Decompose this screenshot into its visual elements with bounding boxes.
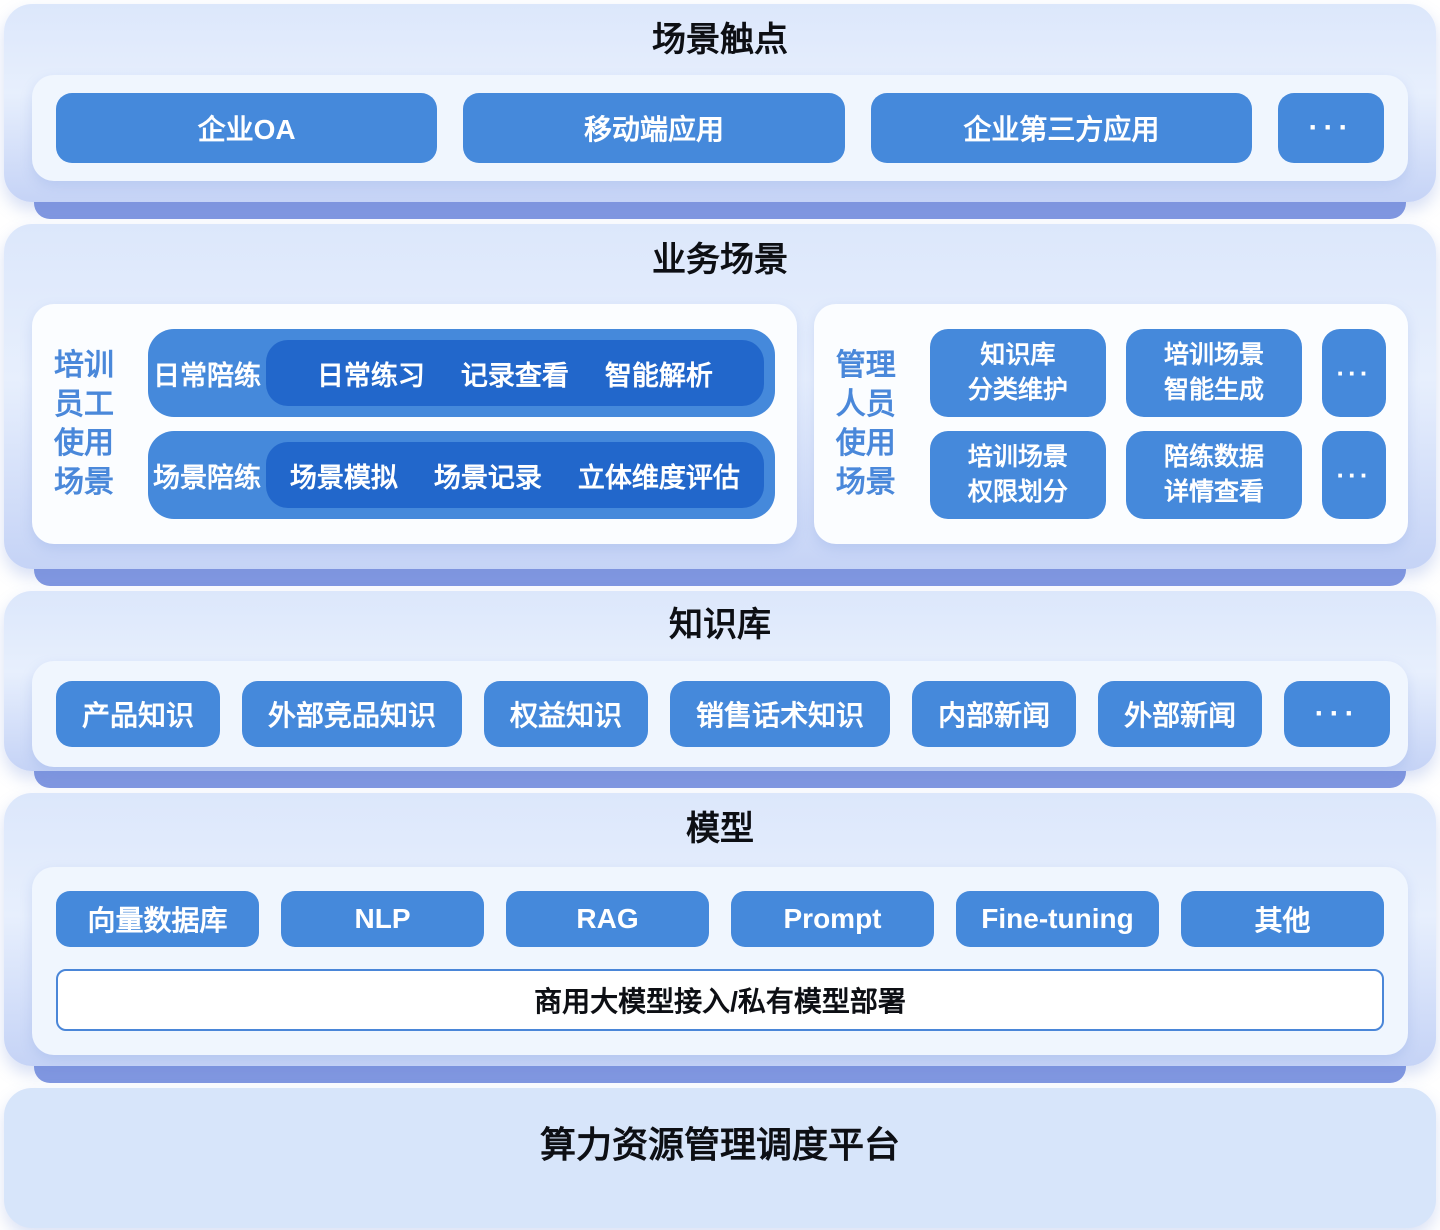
button-line: 分类维护 (967, 376, 1068, 404)
layer-knowledge-base: 知识库 产品知识 外部竞品知识 权益知识 销售话术知识 内部新闻 外部新闻 ··… (4, 591, 1436, 788)
manager-row1-more-button[interactable]: ··· (1322, 329, 1386, 417)
business-card: 业务场景 培训 员工 使用 场景 日常陪练 日常练习 记录查看 智能解析 (4, 224, 1436, 569)
compute-platform-card: 算力资源管理调度平台 (4, 1088, 1436, 1228)
button-line: 知识库 (980, 341, 1056, 369)
item-scene-record: 场景记录 (433, 462, 542, 493)
model-panel: 向量数据库 NLP RAG Prompt Fine-tuning 其他 商用大模… (32, 867, 1408, 1055)
manager-panel: 管理 人员 使用 场景 知识库 分类维护 培训场景 智能生成 (813, 304, 1408, 544)
knowledge-panel: 产品知识 外部竞品知识 权益知识 销售话术知识 内部新闻 外部新闻 ··· (32, 661, 1408, 767)
item-smart-analysis: 智能解析 (604, 360, 713, 391)
compute-platform-title: 算力资源管理调度平台 (539, 1124, 900, 1165)
label-line: 使用 (54, 427, 114, 460)
external-news-button[interactable]: 外部新闻 (1098, 681, 1263, 747)
internal-news-button[interactable]: 内部新闻 (912, 681, 1077, 747)
daily-sparring-row[interactable]: 日常陪练 日常练习 记录查看 智能解析 (148, 329, 775, 417)
button-line: 培训场景 (1163, 341, 1264, 369)
scene-sparring-row[interactable]: 场景陪练 场景模拟 场景记录 立体维度评估 (148, 431, 775, 519)
scene-sparring-items: 场景模拟 场景记录 立体维度评估 (266, 442, 764, 508)
product-knowledge-button[interactable]: 产品知识 (56, 681, 221, 747)
knowledge-more-button[interactable]: ··· (1284, 681, 1391, 747)
button-line: 权限划分 (967, 478, 1068, 506)
label-line: 管理 (835, 349, 896, 382)
training-staff-panel: 培训 员工 使用 场景 日常陪练 日常练习 记录查看 智能解析 (32, 304, 797, 544)
sparring-data-detail-button[interactable]: 陪练数据 详情查看 (1125, 431, 1302, 519)
layer-business-scenes: 业务场景 培训 员工 使用 场景 日常陪练 日常练习 记录查看 智能解析 (4, 224, 1436, 586)
item-scene-simulation: 场景模拟 (289, 462, 398, 493)
training-staff-label: 培训 员工 使用 场景 (54, 329, 134, 519)
kb-category-maintenance-button[interactable]: 知识库 分类维护 (929, 329, 1106, 417)
manager-rows: 知识库 分类维护 培训场景 智能生成 ··· 培训场景 权限划分 (929, 329, 1386, 519)
layer-model: 模型 向量数据库 NLP RAG Prompt Fine-tuning 其他 商… (4, 793, 1436, 1083)
label-line: 使用 (835, 427, 896, 460)
mobile-app-button[interactable]: 移动端应用 (463, 93, 845, 163)
touchpoints-more-button[interactable]: ··· (1277, 93, 1384, 163)
knowledge-title: 知识库 (669, 606, 771, 644)
touchpoints-panel: 企业OA 移动端应用 企业第三方应用 ··· (32, 75, 1408, 181)
scene-permission-button[interactable]: 培训场景 权限划分 (929, 431, 1106, 519)
business-title: 业务场景 (652, 241, 788, 279)
third-party-app-button[interactable]: 企业第三方应用 (870, 93, 1252, 163)
button-line: 详情查看 (1163, 478, 1264, 506)
button-line: 培训场景 (967, 443, 1068, 471)
label-line: 员工 (54, 388, 114, 421)
button-line: 陪练数据 (1163, 443, 1264, 471)
enterprise-oa-button[interactable]: 企业OA (56, 93, 438, 163)
model-card: 模型 向量数据库 NLP RAG Prompt Fine-tuning 其他 商… (4, 793, 1436, 1066)
manager-label: 管理 人员 使用 场景 (836, 329, 916, 519)
item-record-view: 记录查看 (460, 360, 569, 391)
daily-sparring-items: 日常练习 记录查看 智能解析 (266, 340, 764, 406)
item-daily-practice: 日常练习 (316, 360, 425, 391)
business-panels: 培训 员工 使用 场景 日常陪练 日常练习 记录查看 智能解析 (32, 304, 1408, 544)
button-line: 智能生成 (1163, 376, 1264, 404)
llm-access-bar: 商用大模型接入/私有模型部署 (56, 969, 1384, 1031)
fine-tuning-button[interactable]: Fine-tuning (956, 891, 1159, 947)
manager-row-2: 培训场景 权限划分 陪练数据 详情查看 ··· (929, 431, 1386, 519)
label-line: 培训 (54, 349, 114, 382)
touchpoints-title: 场景触点 (652, 21, 788, 59)
layer-scene-touchpoints: 场景触点 企业OA 移动端应用 企业第三方应用 ··· (4, 4, 1436, 219)
benefit-knowledge-button[interactable]: 权益知识 (484, 681, 649, 747)
label-line: 人员 (835, 388, 896, 421)
model-title: 模型 (686, 810, 754, 848)
layer-compute-platform: 算力资源管理调度平台 (4, 1088, 1436, 1228)
item-multidimensional-evaluation: 立体维度评估 (577, 462, 740, 493)
sales-script-knowledge-button[interactable]: 销售话术知识 (670, 681, 891, 747)
knowledge-card: 知识库 产品知识 外部竞品知识 权益知识 销售话术知识 内部新闻 外部新闻 ··… (4, 591, 1436, 771)
scene-sparring-tag: 场景陪练 (153, 462, 261, 493)
daily-sparring-tag: 日常陪练 (153, 360, 261, 391)
touchpoints-card: 场景触点 企业OA 移动端应用 企业第三方应用 ··· (4, 4, 1436, 202)
label-line: 场景 (54, 466, 114, 499)
rag-button[interactable]: RAG (506, 891, 709, 947)
manager-row-1: 知识库 分类维护 培训场景 智能生成 ··· (929, 329, 1386, 417)
competitor-knowledge-button[interactable]: 外部竞品知识 (242, 681, 463, 747)
nlp-button[interactable]: NLP (281, 891, 484, 947)
vector-db-button[interactable]: 向量数据库 (56, 891, 259, 947)
manager-row2-more-button[interactable]: ··· (1322, 431, 1386, 519)
label-line: 场景 (835, 466, 896, 499)
training-rows: 日常陪练 日常练习 记录查看 智能解析 场景陪练 场景模拟 场景记录 立体维度评… (148, 329, 775, 519)
model-button-row: 向量数据库 NLP RAG Prompt Fine-tuning 其他 (56, 891, 1384, 947)
prompt-button[interactable]: Prompt (731, 891, 934, 947)
scene-auto-generation-button[interactable]: 培训场景 智能生成 (1125, 329, 1302, 417)
other-model-button[interactable]: 其他 (1181, 891, 1384, 947)
